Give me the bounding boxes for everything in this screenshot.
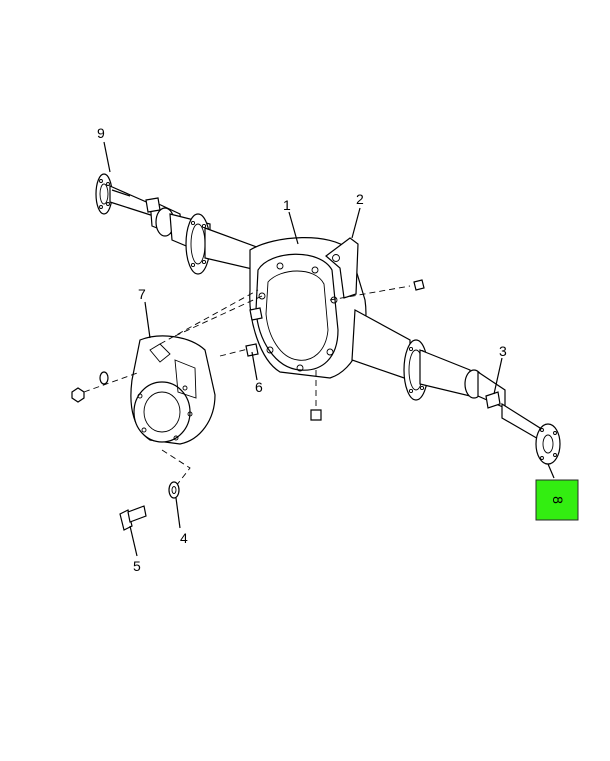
- hardware: [71, 279, 425, 531]
- bracket: [325, 237, 359, 299]
- callout-2[interactable]: 2: [356, 191, 364, 207]
- callout-9[interactable]: 9: [97, 125, 105, 141]
- callout-1[interactable]: 1: [283, 197, 291, 213]
- axle-housing: [249, 237, 411, 381]
- assembly-lines: [83, 285, 411, 487]
- right-axle-tube: [403, 339, 506, 409]
- callout-5[interactable]: 5: [133, 558, 141, 574]
- callout-8-highlight[interactable]: [535, 479, 579, 521]
- callout-7[interactable]: 7: [138, 286, 146, 302]
- differential-carrier: [130, 335, 216, 445]
- left-axle-tube: [145, 197, 266, 275]
- callout-6[interactable]: 6: [255, 379, 263, 395]
- leader-lines: [103, 141, 555, 557]
- callout-4[interactable]: 4: [180, 530, 188, 546]
- callout-8[interactable]: 8: [550, 496, 566, 504]
- right-axle-shaft: [501, 402, 561, 465]
- callout-3[interactable]: 3: [499, 343, 507, 359]
